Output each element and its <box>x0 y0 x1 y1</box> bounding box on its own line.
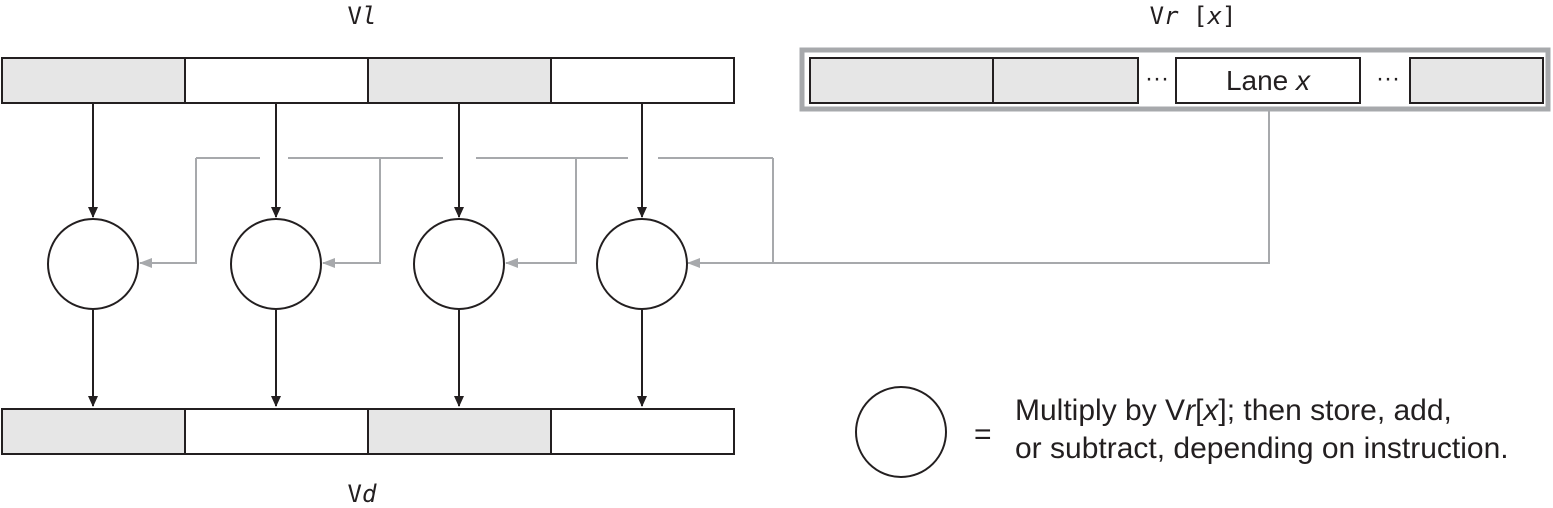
broadcast-to-multiplier-2 <box>505 158 577 268</box>
vl-to-multiplier-arrows <box>88 104 647 218</box>
multiplier-3 <box>596 218 688 310</box>
vr-register: ··· Lane x ··· <box>799 47 1551 112</box>
vr-lane-x <box>1175 57 1361 104</box>
broadcast-to-multiplier-1 <box>322 158 381 268</box>
vr-lane-1 <box>992 57 1139 104</box>
vr-register-outline <box>799 47 1551 112</box>
vd-lane-3 <box>550 408 735 455</box>
vd-register <box>1 408 735 455</box>
legend-circle-icon <box>855 386 947 478</box>
vl-lane-1 <box>184 57 369 104</box>
vl-register <box>1 57 735 104</box>
broadcast-to-multiplier-0 <box>139 158 197 268</box>
multipliers <box>47 218 688 310</box>
legend: = Multiply by Vr[x]; then store, add, or… <box>855 386 1509 478</box>
vr-lane-last <box>1409 57 1544 104</box>
vl-lane-0 <box>1 57 186 104</box>
vd-label: Vd <box>348 480 377 508</box>
vd-lane-0 <box>1 408 186 455</box>
broadcast-to-multiplier-3 <box>687 110 1270 268</box>
multiplier-2 <box>413 218 505 310</box>
vr-lane-0 <box>809 57 994 104</box>
lane-x-label: Lane x <box>1226 65 1311 96</box>
multiplier-to-vd-arrows <box>88 310 647 407</box>
vd-lane-2 <box>367 408 552 455</box>
broadcast-lines <box>139 110 1270 268</box>
multiplier-0 <box>47 218 139 310</box>
legend-line-1: Multiply by Vr[x]; then store, add, <box>1015 394 1452 427</box>
ellipsis-right: ··· <box>1376 65 1400 92</box>
vd-lane-1 <box>184 408 369 455</box>
vl-lane-3 <box>550 57 735 104</box>
vl-lane-2 <box>367 57 552 104</box>
legend-line-2: or subtract, depending on instruction. <box>1015 432 1509 465</box>
vl-label: Vl <box>348 2 377 30</box>
legend-equals: = <box>974 418 992 451</box>
vr-label: Vr [x] <box>1150 2 1237 30</box>
ellipsis-left: ··· <box>1145 65 1169 92</box>
multiplier-1 <box>230 218 322 310</box>
